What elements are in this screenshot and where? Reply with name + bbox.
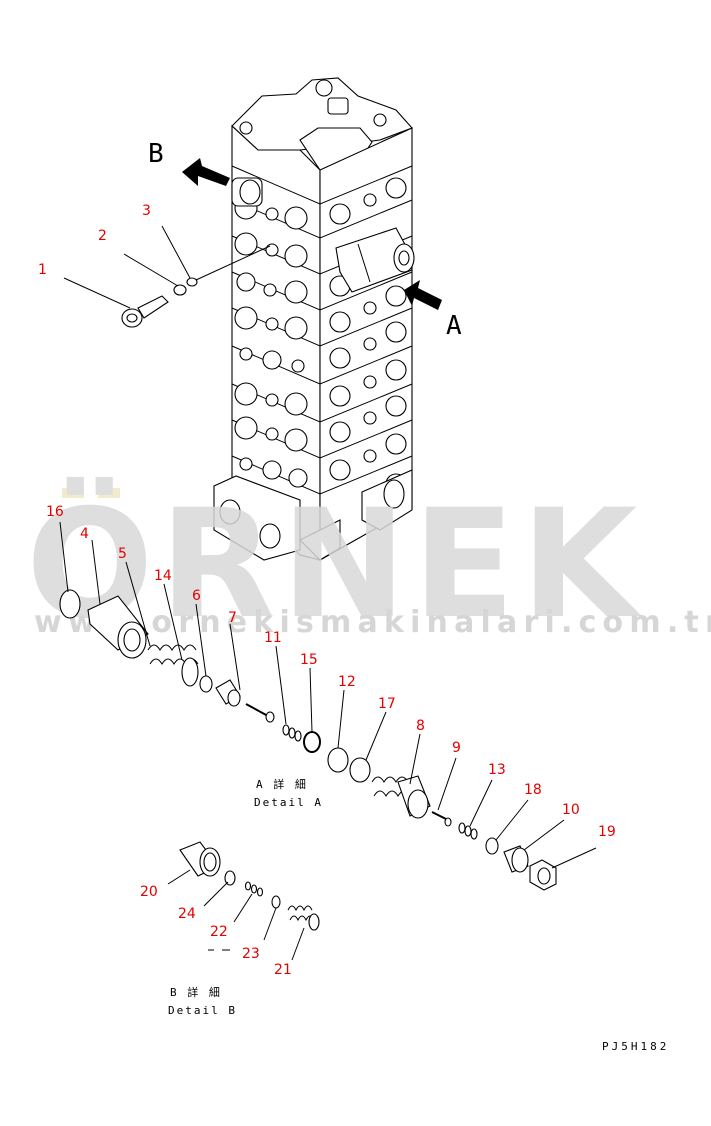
- leader-line: [195, 245, 271, 281]
- leader-line: [63, 277, 131, 309]
- view-label-a: A: [446, 311, 462, 341]
- part-23-ring: [271, 895, 281, 909]
- part-7-pin: [245, 703, 275, 723]
- callout-2: 2: [98, 228, 107, 244]
- part-3-o-ring: [186, 277, 198, 287]
- leader-line: [123, 253, 179, 287]
- callout-numbers: 1 2 3 4 5 6 7 8 9 10 11 12 13 14 15 16 1…: [38, 203, 616, 978]
- spool-cap-a: [335, 227, 415, 293]
- callout-17: 17: [378, 696, 396, 712]
- callout-15: 15: [300, 652, 318, 668]
- view-label-b: B: [148, 139, 164, 169]
- watermark-accent: [98, 488, 120, 498]
- callout-12: 12: [338, 674, 356, 690]
- detail-a-title: A 詳 細: [256, 777, 308, 791]
- callout-8: 8: [416, 718, 425, 734]
- watermark-accent: [62, 488, 84, 498]
- callout-16: 16: [46, 504, 64, 520]
- valve-mounting-feet: [213, 469, 413, 561]
- valve-section-lines: [231, 165, 413, 495]
- part-20-housing: [179, 841, 221, 877]
- callout-1: 1: [38, 262, 47, 278]
- relief-valve-b: [231, 177, 263, 207]
- part-17-o-ring: [349, 757, 371, 783]
- callout-4: 4: [80, 526, 89, 542]
- callout-3: 3: [142, 203, 151, 219]
- callout-5: 5: [118, 546, 127, 562]
- part-12-ring: [327, 747, 349, 773]
- view-arrow-b: B: [148, 139, 230, 186]
- callout-24: 24: [178, 906, 196, 922]
- detail-b-title: B 詳 細: [170, 985, 222, 999]
- part-4-plug: [87, 595, 149, 659]
- part-8-housing: [371, 775, 431, 819]
- part-14-ring: [199, 675, 213, 693]
- part-21-poppet: [287, 905, 320, 931]
- callout-13: 13: [488, 762, 506, 778]
- view-arrow-a: A: [404, 280, 462, 341]
- part-22-rings: [244, 881, 264, 897]
- part-13-rings: [458, 822, 478, 840]
- part-16-o-ring: [59, 589, 81, 619]
- part-2-o-ring: [173, 284, 187, 296]
- part-6-seat: [215, 679, 241, 707]
- part-24-o-ring: [224, 870, 236, 886]
- detail-b-leaders: [167, 869, 305, 961]
- drawing-code: PJ5H182: [602, 1040, 669, 1053]
- detail-a-subtitle: Detail A: [254, 796, 323, 809]
- detail-a-leaders: [59, 521, 597, 869]
- part-10-plug: [503, 845, 529, 873]
- detail-b-exploded: [179, 841, 320, 931]
- detail-b-subtitle: Detail B: [168, 1004, 237, 1017]
- valve-ports-left: [234, 196, 308, 488]
- part-18-o-ring: [485, 837, 499, 855]
- callout-20: 20: [140, 884, 158, 900]
- callout-10: 10: [562, 802, 580, 818]
- callout-14: 14: [154, 568, 172, 584]
- leader-line: [161, 225, 191, 279]
- part-19-nut: [529, 859, 557, 891]
- part-5-spring: [147, 644, 199, 687]
- part-15-ring: [303, 731, 321, 753]
- part-1-plug: [121, 295, 169, 328]
- callout-19: 19: [598, 824, 616, 840]
- callout-9: 9: [452, 740, 461, 756]
- callout-22: 22: [210, 924, 228, 940]
- callout-7: 7: [228, 610, 237, 626]
- control-valve-assembly: [213, 77, 415, 561]
- part-11-rings: [282, 724, 302, 742]
- callout-23: 23: [242, 946, 260, 962]
- callout-18: 18: [524, 782, 542, 798]
- detail-a-exploded: [59, 589, 557, 891]
- callout-11: 11: [264, 630, 282, 646]
- callout-6: 6: [192, 588, 201, 604]
- part-9-screw: [431, 811, 452, 827]
- callout-21: 21: [274, 962, 292, 978]
